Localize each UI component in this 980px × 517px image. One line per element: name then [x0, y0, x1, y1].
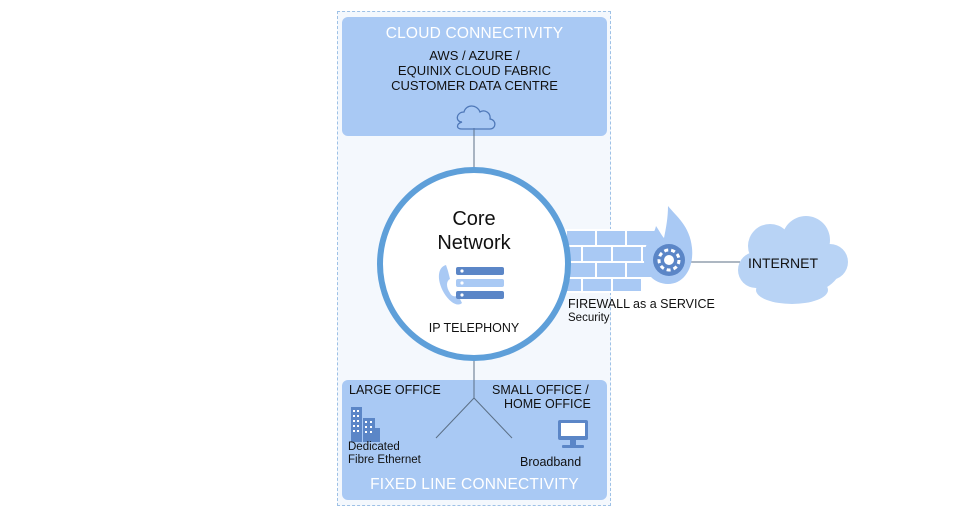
brick-wall-icon	[565, 229, 657, 293]
desktop-computer-icon	[558, 420, 588, 448]
internet-label: INTERNET	[748, 255, 818, 271]
cloud-line-2: EQUINIX CLOUD FABRIC	[397, 63, 552, 78]
large-office-label: LARGE OFFICE	[349, 383, 441, 397]
flame-gear-icon	[643, 206, 693, 284]
cloud-line-3: CUSTOMER DATA CENTRE	[391, 78, 558, 93]
cloud-connectivity-providers: AWS / AZURE / EQUINIX CLOUD FABRIC CUSTO…	[342, 48, 607, 93]
small-office-line-2: HOME OFFICE	[504, 397, 591, 411]
core-network-title: Core Network	[383, 207, 565, 255]
office-building-icon	[351, 407, 380, 442]
core-title-line-2: Network	[437, 232, 511, 254]
core-network-circle: Core Network IP TELEPHONY	[377, 167, 571, 361]
cloud-connectivity-box: CLOUD CONNECTIVITY AWS / AZURE / EQUINIX…	[342, 17, 607, 136]
firewall-label: FIREWALL as a SERVICE	[568, 297, 715, 311]
branch-small-office-line	[473, 397, 513, 439]
small-office-line-1: SMALL OFFICE /	[492, 383, 589, 397]
fixed-line-title: FIXED LINE CONNECTIVITY	[370, 476, 579, 493]
cloud-connectivity-title: CLOUD CONNECTIVITY	[385, 25, 564, 42]
internet-cloud-icon	[738, 216, 848, 304]
phone-server-icon	[438, 265, 504, 305]
firewall-sublabel: Security	[568, 312, 610, 324]
broadband-label: Broadband	[520, 455, 582, 469]
cloud-line-1: AWS / AZURE /	[429, 48, 520, 63]
large-office-line-2: Fibre Ethernet	[348, 454, 421, 466]
core-title-line-1: Core	[452, 208, 496, 230]
cloud-icon	[456, 105, 496, 130]
ip-telephony-label: IP TELEPHONY	[428, 321, 520, 335]
branch-large-office-line	[435, 397, 475, 439]
large-office-line-1: Dedicated	[348, 441, 400, 453]
